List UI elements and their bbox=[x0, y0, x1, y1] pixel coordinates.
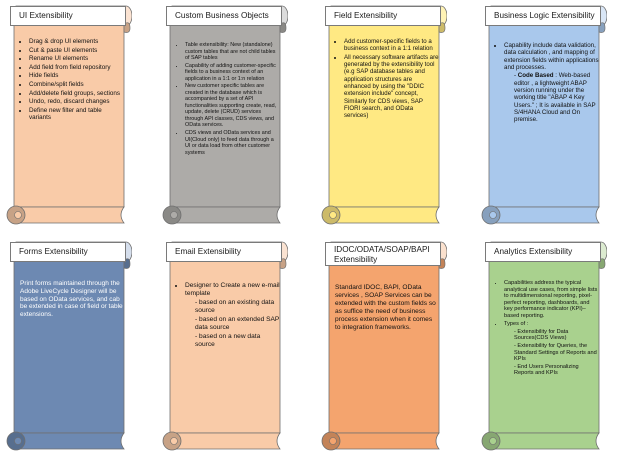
sub-bullet-item: based on an existing data source bbox=[195, 299, 280, 315]
bullet-item: CDS views and OData services and UI(Clou… bbox=[185, 130, 280, 156]
bullet-item: Drag & drop UI elements bbox=[29, 38, 124, 45]
sub-bullet-item: End Users Personalizing Reports and KPIs bbox=[514, 364, 599, 377]
card-title: Business Logic Extensibility bbox=[485, 6, 601, 26]
card-email-extensibility: Email Extensibility Designer to Create a… bbox=[160, 240, 288, 455]
card-analytics-extensibility: Analytics Extensibility Capabilities add… bbox=[479, 240, 607, 455]
card-body: Add customer-specific fields to a busine… bbox=[335, 38, 439, 121]
bullet-item: New customer specific tables are created… bbox=[185, 83, 280, 129]
bullet-item: Hide fields bbox=[29, 72, 124, 79]
card-paragraph: Print forms maintained through the Adobe… bbox=[20, 280, 123, 319]
card-title: Analytics Extensibility bbox=[485, 242, 601, 262]
card-body: Print forms maintained through the Adobe… bbox=[20, 280, 124, 319]
card-title: Email Extensibility bbox=[166, 242, 282, 262]
sub-list: Code Based : Web-based editor , a lightw… bbox=[504, 72, 599, 123]
scroll-bottom-roll bbox=[332, 206, 440, 224]
card-business-logic-extensibility: Business Logic Extensibility Capability … bbox=[479, 4, 607, 229]
scroll-bottom-roll bbox=[17, 432, 125, 450]
scroll-bottom-roll bbox=[173, 432, 281, 450]
card-ui-extensibility: UI Extensibility Drag & drop UI elements… bbox=[4, 4, 132, 229]
sub-bullet-item: Code Based : Web-based editor , a lightw… bbox=[514, 72, 599, 123]
sub-bullet-item: Extensibility for Queries, the Standard … bbox=[514, 343, 599, 363]
card-forms-extensibility: Forms Extensibility Print forms maintain… bbox=[4, 240, 132, 455]
card-body: Drag & drop UI elementsCut & paste UI el… bbox=[20, 38, 124, 123]
bullet-item: Combine/split fields bbox=[29, 81, 124, 88]
sub-bullet-item: based on an extended SAP data source bbox=[195, 316, 280, 332]
card-body: Capabilities address the typical analyti… bbox=[495, 280, 599, 378]
scroll-shape bbox=[6, 241, 132, 451]
scroll-bottom-roll bbox=[17, 206, 125, 224]
bullet-item: All necessary software artifacts are gen… bbox=[344, 54, 439, 120]
card-paragraph: Standard IDOC, BAPI, OData services , SO… bbox=[335, 284, 436, 331]
bullet-item: Undo, redo, discard changes bbox=[29, 98, 124, 105]
sub-bullet-item: based on a new data source bbox=[195, 333, 280, 349]
card-idoc-odata-soap-bapi-extensibility: IDOC/ODATA/SOAP/BAPI Extensibility Stand… bbox=[319, 240, 447, 455]
sub-list: Extensibility for Data Sources(CDS Views… bbox=[504, 329, 599, 378]
bullet-item: Add/delete field groups, sections bbox=[29, 90, 124, 97]
sub-bullet-item: Extensibility for Data Sources(CDS Views… bbox=[514, 329, 599, 342]
card-body: Standard IDOC, BAPI, OData services , SO… bbox=[335, 284, 439, 331]
scroll-shape bbox=[321, 241, 447, 451]
bullet-item: Types of : bbox=[504, 321, 599, 328]
scroll-bottom-roll bbox=[173, 206, 281, 224]
card-title: UI Extensibility bbox=[10, 6, 126, 26]
card-body: Table extensibility: New (standalone) cu… bbox=[176, 42, 280, 157]
bullet-item: Rename UI elements bbox=[29, 55, 124, 62]
card-body: Designer to Create a new e-mail template… bbox=[176, 282, 280, 350]
scroll-curl-center bbox=[329, 211, 337, 219]
scroll-bottom-roll bbox=[492, 206, 600, 224]
bullet-item: Add field from field repository bbox=[29, 64, 124, 71]
bullet-item: Designer to Create a new e-mail template bbox=[185, 282, 280, 298]
scroll-curl-center bbox=[14, 437, 22, 445]
sub-list: based on an existing data sourcebased on… bbox=[185, 299, 280, 349]
bullet-item: Capabilities address the typical analyti… bbox=[504, 280, 599, 320]
bullet-item: Add customer-specific fields to a busine… bbox=[344, 38, 439, 53]
scroll-curl-center bbox=[14, 211, 22, 219]
card-title: Forms Extensibility bbox=[10, 242, 126, 262]
bullet-item: Table extensibility: New (standalone) cu… bbox=[185, 42, 280, 62]
card-title: Custom Business Objects bbox=[166, 6, 282, 26]
card-title: IDOC/ODATA/SOAP/BAPI Extensibility bbox=[325, 242, 441, 266]
card-custom-business-objects: Custom Business Objects Table extensibil… bbox=[160, 4, 288, 229]
bullet-item: Capability of adding customer-specific f… bbox=[185, 63, 280, 83]
card-title: Field Extensibility bbox=[325, 6, 441, 26]
card-body: Capability include data validation, data… bbox=[495, 42, 599, 125]
scroll-curl-center bbox=[489, 211, 497, 219]
scroll-bottom-roll bbox=[332, 432, 440, 450]
scroll-curl-center bbox=[329, 437, 337, 445]
bullet-item: Capability include data validation, data… bbox=[504, 42, 599, 71]
bullet-item: Cut & paste UI elements bbox=[29, 47, 124, 54]
scroll-curl-center bbox=[489, 437, 497, 445]
scroll-bottom-roll bbox=[492, 432, 600, 450]
bullet-item: Define new filter and table variants bbox=[29, 107, 124, 122]
scroll-curl-center bbox=[170, 437, 178, 445]
card-field-extensibility: Field Extensibility Add customer-specifi… bbox=[319, 4, 447, 229]
scroll-curl-center bbox=[170, 211, 178, 219]
